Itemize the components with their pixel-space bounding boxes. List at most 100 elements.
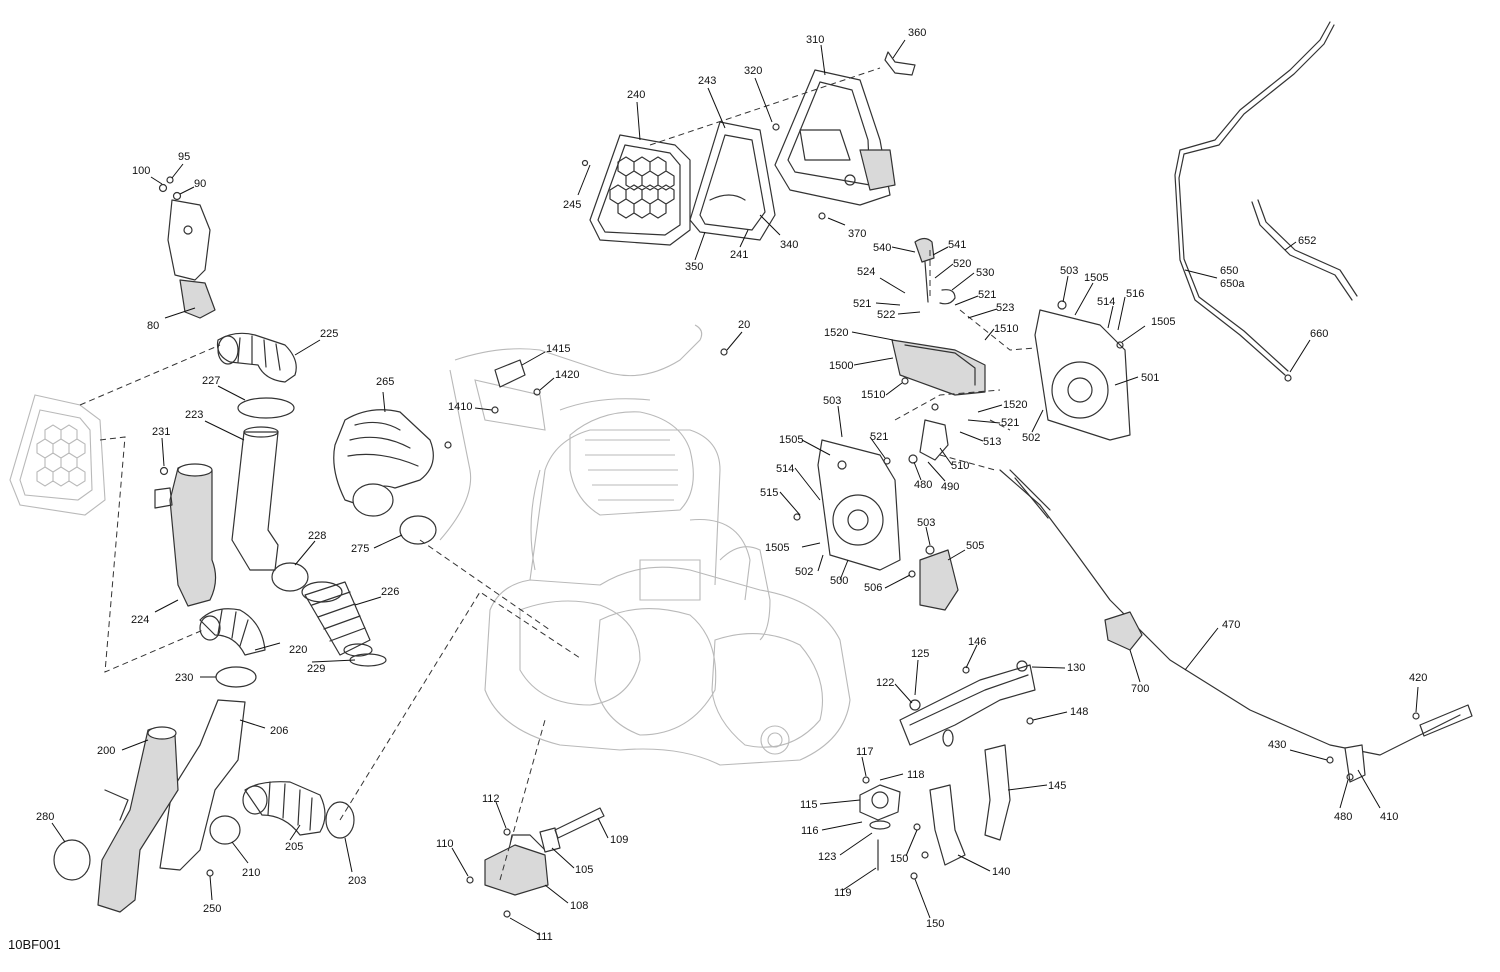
callout-521: 521 (853, 298, 871, 310)
callout-90: 90 (194, 178, 206, 190)
callout-513: 513 (983, 436, 1001, 448)
callout-514: 514 (1097, 296, 1115, 308)
duct-225 (216, 332, 297, 383)
callout-350: 350 (685, 261, 703, 273)
callout-503: 503 (1060, 265, 1078, 277)
plate-1415 (494, 359, 526, 388)
part-drawings (9, 21, 1473, 918)
callout-labels: 3103603202432402453502413403701009590802… (36, 27, 1427, 943)
bushing-105 (539, 827, 561, 853)
callout-1410: 1410 (448, 401, 472, 413)
bracket-505 (919, 549, 959, 611)
duct-200 (97, 726, 179, 913)
callout-470: 470 (1222, 619, 1240, 631)
callout-340: 340 (780, 239, 798, 251)
callout-522: 522 (877, 309, 895, 321)
callout-1505: 1505 (1084, 272, 1108, 284)
callout-225: 225 (320, 328, 338, 340)
engine-assembly-ghost (439, 324, 851, 766)
callout-430: 430 (1268, 739, 1286, 751)
callout-1520: 1520 (824, 327, 848, 339)
engine-mount-115 (859, 784, 901, 871)
callout-115: 115 (800, 799, 818, 811)
callout-231: 231 (152, 426, 170, 438)
callout-501: 501 (1141, 372, 1159, 384)
callout-521: 521 (1001, 417, 1019, 429)
callout-700: 700 (1131, 683, 1149, 695)
clamp-227 (237, 397, 295, 419)
callout-108: 108 (570, 900, 588, 912)
callout-230: 230 (175, 672, 193, 684)
cap-280 (53, 839, 91, 881)
callout-515: 515 (760, 487, 778, 499)
elbow-205 (242, 781, 326, 836)
callout-119: 119 (834, 887, 852, 899)
callout-203: 203 (348, 875, 366, 887)
bolt-109 (554, 807, 605, 839)
callout-652: 652 (1298, 235, 1316, 247)
cable-650 (1174, 21, 1331, 376)
callout-130: 130 (1067, 662, 1085, 674)
air-box-310 (774, 69, 896, 206)
callout-100: 100 (132, 165, 150, 177)
callout-1505: 1505 (779, 434, 803, 446)
callout-530: 530 (976, 267, 994, 279)
callout-148: 148 (1070, 706, 1088, 718)
callout-95: 95 (178, 151, 190, 163)
callout-650a: 650a (1220, 278, 1245, 290)
callout-502: 502 (1022, 432, 1040, 444)
callout-503: 503 (917, 517, 935, 529)
callout-250: 250 (203, 903, 221, 915)
mount-108 (484, 834, 549, 896)
callout-420: 420 (1409, 672, 1427, 684)
callout-275: 275 (351, 543, 369, 555)
plate-501 (1034, 309, 1131, 441)
plate-500 (817, 439, 901, 571)
ghost-filter-left (9, 394, 106, 516)
callout-265: 265 (376, 376, 394, 388)
callout-510: 510 (951, 460, 969, 472)
callout-200: 200 (97, 745, 115, 757)
callout-210: 210 (242, 867, 260, 879)
callout-105: 105 (575, 864, 593, 876)
callout-110: 110 (436, 838, 454, 850)
callout-1415: 1415 (546, 343, 570, 355)
callout-123: 123 (818, 851, 836, 863)
callout-118: 118 (907, 769, 925, 781)
callout-1510: 1510 (861, 389, 885, 401)
clamp-210 (209, 815, 241, 845)
cable-652-inner (1257, 199, 1358, 297)
gasket-243 (689, 121, 776, 241)
tube-224 (154, 463, 217, 607)
crossmember-130 (899, 660, 1036, 747)
callout-280: 280 (36, 811, 54, 823)
clamp-230 (215, 666, 257, 688)
clamp-275 (399, 515, 437, 545)
callout-220: 220 (289, 644, 307, 656)
fasteners (159, 123, 1420, 918)
callout-506: 506 (864, 582, 882, 594)
callout-241: 241 (730, 249, 748, 261)
callout-140: 140 (992, 866, 1010, 878)
callout-521: 521 (978, 289, 996, 301)
callout-112: 112 (482, 793, 500, 805)
callout-145: 145 (1048, 780, 1066, 792)
callout-520: 520 (953, 258, 971, 270)
bracket-145 (984, 744, 1011, 841)
callout-20: 20 (738, 319, 750, 331)
callout-1505: 1505 (765, 542, 789, 554)
clamp-228 (271, 562, 309, 592)
air-filter-240 (589, 134, 691, 246)
callout-205: 205 (285, 841, 303, 853)
bracket-360 (884, 51, 916, 76)
leader-lines (51, 39, 1419, 936)
callout-370: 370 (848, 228, 866, 240)
callout-227: 227 (202, 375, 220, 387)
callout-521: 521 (870, 431, 888, 443)
callout-206: 206 (270, 725, 288, 737)
callout-480: 480 (1334, 811, 1352, 823)
intake-duct-265 (333, 409, 434, 517)
callout-310: 310 (806, 34, 824, 46)
callout-150: 150 (890, 853, 908, 865)
callout-503: 503 (823, 395, 841, 407)
